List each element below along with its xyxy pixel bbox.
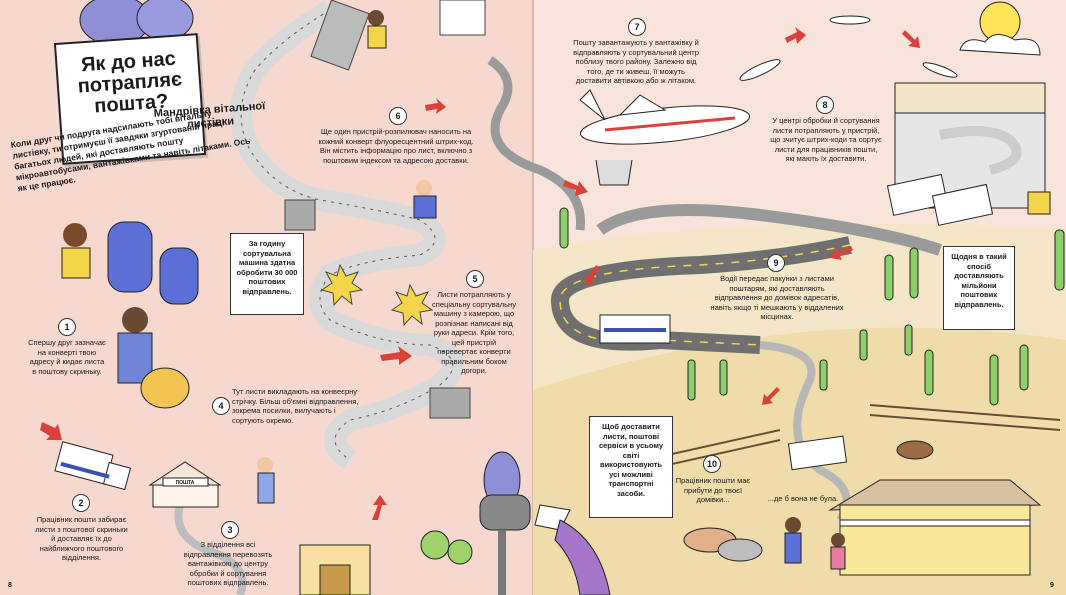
road-to-post-office [174, 503, 247, 595]
child-sender [63, 223, 87, 247]
plane-icon [739, 15, 958, 81]
step-caption-8: У центрі обробки й сортування листи потр… [770, 116, 882, 163]
child-recipient [831, 533, 845, 547]
delivery-vans [599, 173, 994, 471]
step-caption-3: З відділення всі відправлення перевозять… [183, 540, 273, 587]
barcode-sprayer [284, 199, 316, 231]
fact-box-worldwide: Щоб доставити листи, поштові сервіси в у… [589, 416, 673, 518]
step-number-4: 4 [212, 397, 230, 415]
tree [447, 539, 473, 565]
speech-bubble: ...де б вона не була. [767, 494, 839, 503]
road-left-top [487, 56, 585, 231]
step-number-6: 6 [389, 107, 407, 125]
forklift [1027, 191, 1051, 215]
camera-flash-icon [320, 263, 364, 307]
mailbox-back [159, 247, 199, 305]
cloud-icon [959, 34, 1041, 56]
mail-carrier [785, 517, 801, 533]
hand-sleeve [554, 519, 611, 595]
donkey [717, 538, 763, 562]
cactus [559, 207, 1065, 406]
step-number-8: 8 [816, 96, 834, 114]
step-number-2: 2 [72, 494, 90, 512]
machine-operator [416, 180, 432, 196]
post-office-building [148, 461, 222, 508]
step-caption-7: Пошту завантажують у вантажівку й відпра… [573, 38, 699, 85]
step-caption-6: Ще один пристрій-розпилювач наносить на … [318, 127, 474, 165]
step-number-1: 1 [58, 318, 76, 336]
camera-flash-icon [390, 283, 434, 327]
step-caption-1: Спершу друг зазначає на конверті твою ад… [28, 338, 106, 376]
page-number-right: 9 [1050, 582, 1054, 589]
step-number-10: 10 [703, 455, 721, 473]
sorting-machine [310, 0, 370, 71]
tree [420, 530, 450, 560]
step-number-5: 5 [466, 270, 484, 288]
dirt-road [759, 341, 851, 523]
child-shirt [61, 247, 91, 279]
parcel-sorter [257, 457, 273, 473]
step-number-3: 3 [221, 521, 239, 539]
cargo-plane [579, 89, 751, 145]
mail-cart-airport [595, 159, 633, 186]
camera-sorter [429, 387, 471, 419]
mailbox-front [107, 221, 153, 293]
step-caption-2: Працівник пошти забирає листи з поштової… [35, 515, 128, 562]
highway-markings [559, 244, 851, 346]
sorting-worker [368, 10, 384, 26]
conveyor-rollers [240, 9, 454, 461]
road-to-center [596, 204, 942, 256]
fact-box-daily: Щодня в такий спосіб доставляють мільйон… [943, 246, 1015, 330]
mail-sack [140, 367, 190, 409]
postal-worker-uniform [117, 332, 153, 384]
farmhouse [828, 479, 1042, 576]
step-caption-10: Працівник пошти має прибути до твоєї дом… [675, 476, 751, 504]
step-caption-5: Листи потрапляють у спеціальну сортуваль… [432, 290, 516, 375]
step-caption-9: Водії передає пакунки з листами поштарям… [710, 274, 844, 321]
direction-arrows [40, 27, 920, 520]
mail-cart [439, 0, 486, 36]
fact-box-sorting: За годину сортувальна машина здатна обро… [230, 233, 304, 315]
warehouse-building [299, 544, 371, 595]
step-caption-4: Тут листи викладають на конвеєрну стрічк… [232, 387, 359, 425]
step-number-9: 9 [767, 254, 785, 272]
post-office-sign: ПОШТА [175, 480, 195, 486]
mail-truck [54, 441, 132, 491]
grazing-horse [896, 440, 934, 460]
step-number-7: 7 [628, 18, 646, 36]
postal-worker [122, 307, 148, 333]
rural-mailbox [479, 494, 531, 531]
page-number-left: 8 [8, 582, 12, 589]
